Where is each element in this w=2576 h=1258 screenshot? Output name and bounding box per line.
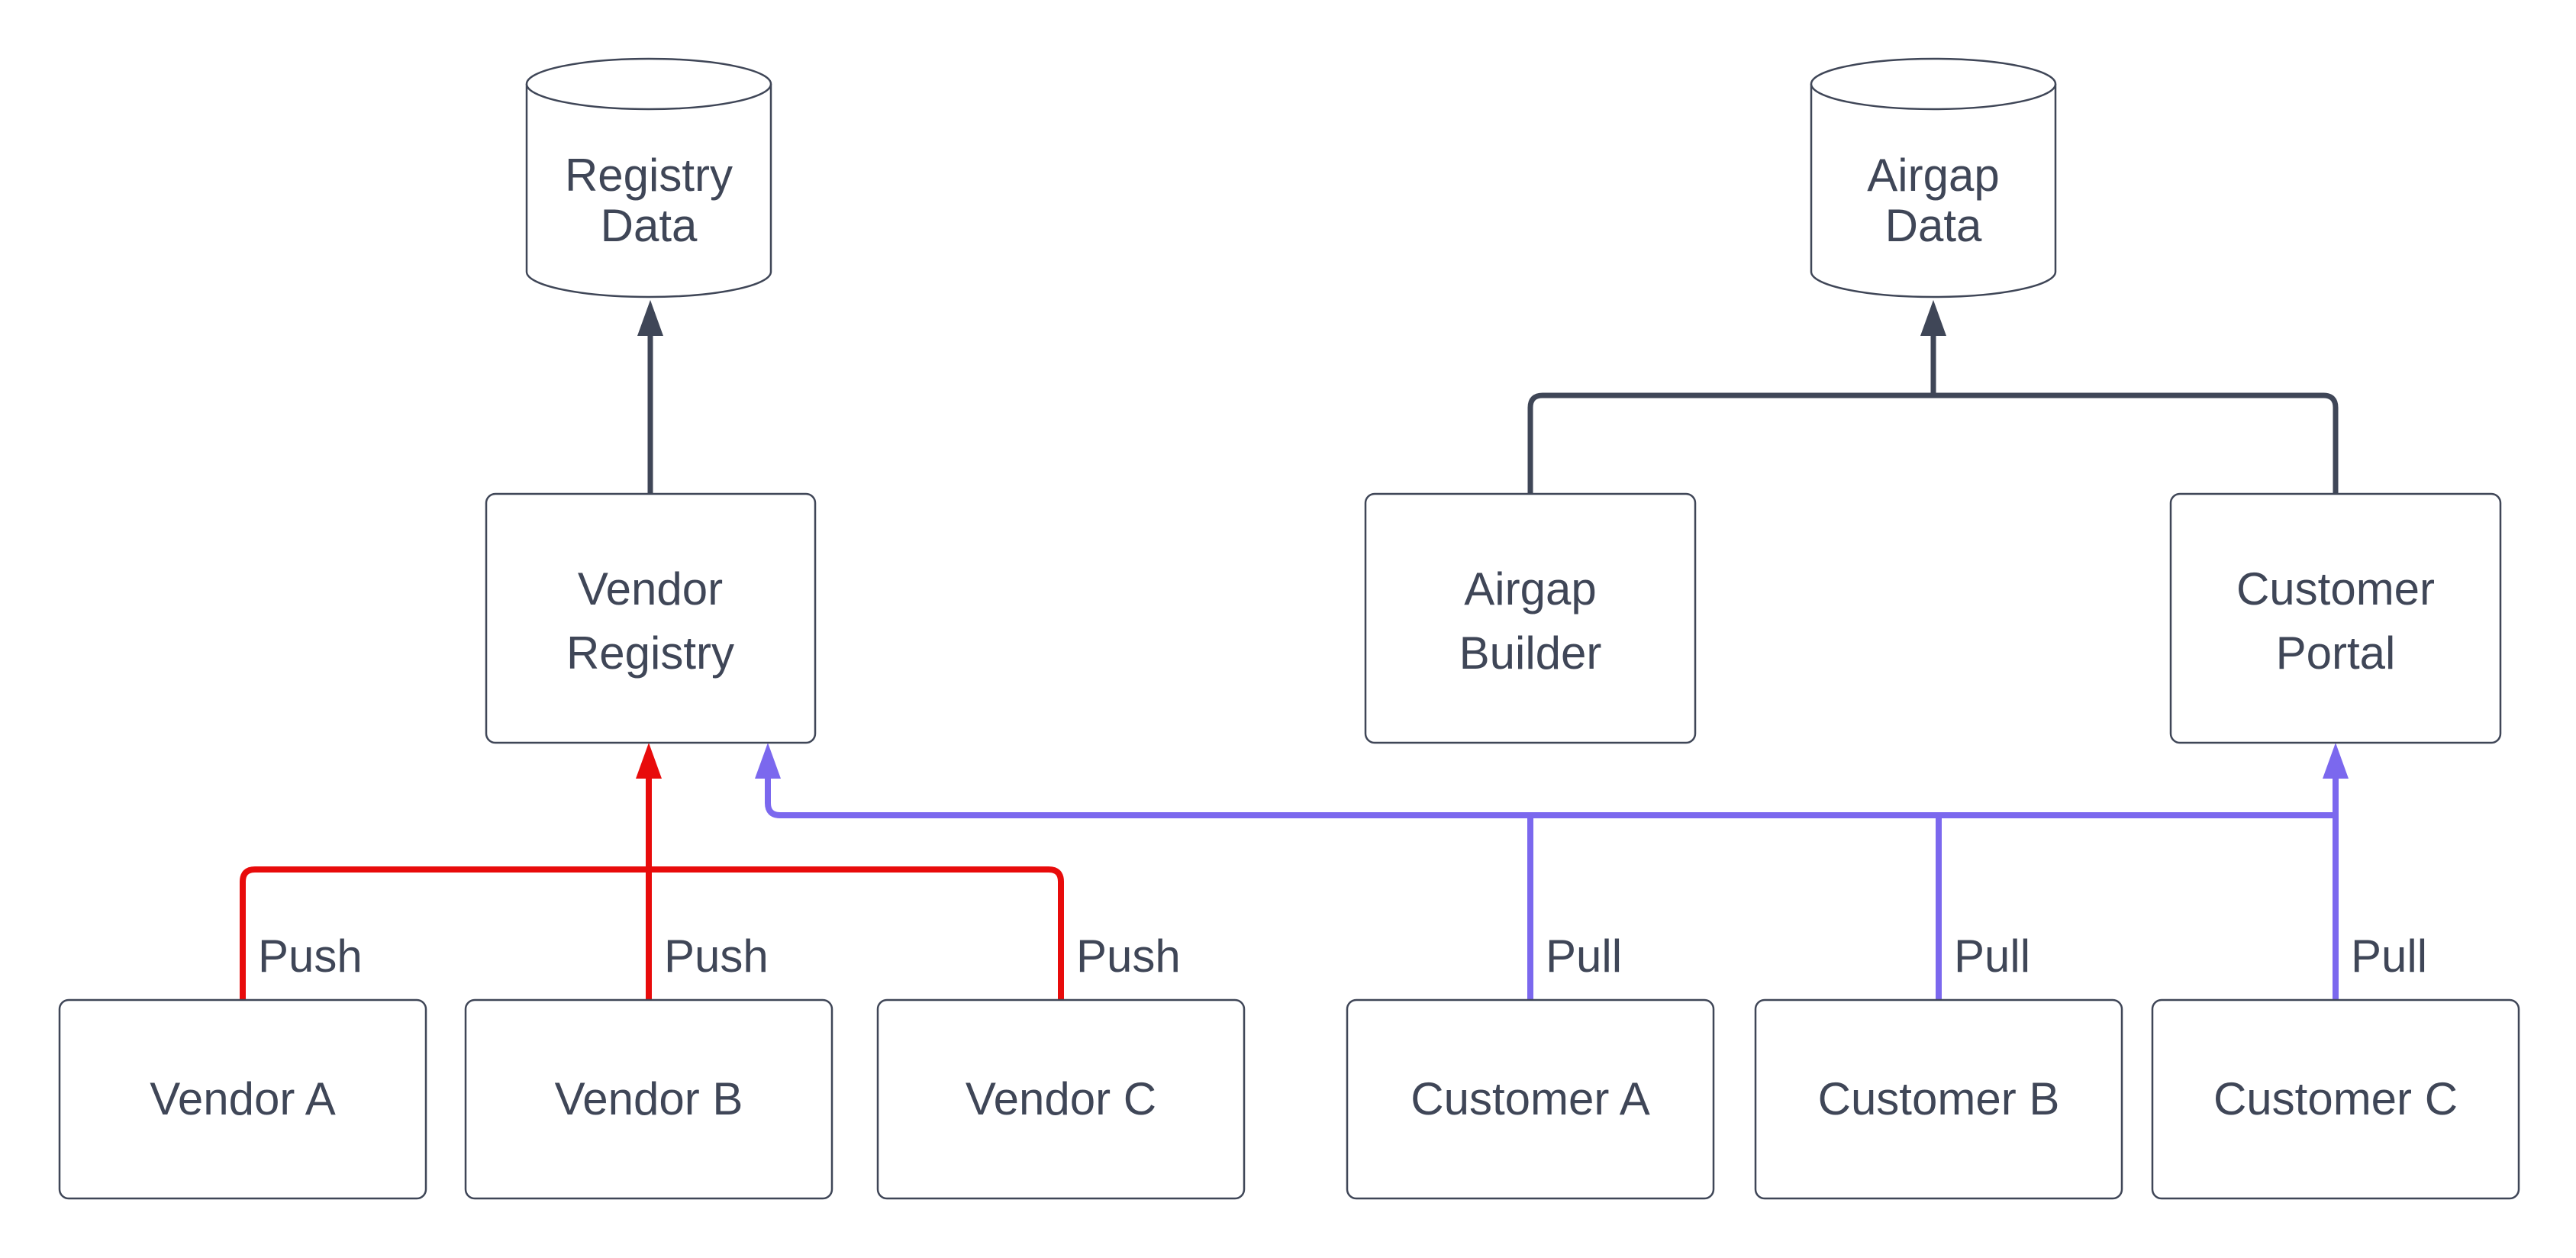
- push-edges: [240, 743, 1064, 1000]
- vendor-b-box: [464, 998, 833, 1200]
- customer-portal-box: [2169, 492, 2502, 744]
- customer-c-box: [2151, 998, 2520, 1200]
- registry-data-label-line1: Registry: [565, 150, 733, 201]
- vendor-c-label: Vendor C: [966, 1073, 1156, 1124]
- push-label-1: Push: [258, 931, 363, 982]
- vendor-registry-box: [485, 492, 817, 744]
- vendor-c-box: [876, 998, 1246, 1200]
- vendor-a-box: [58, 998, 427, 1200]
- customer-a-label: Customer A: [1411, 1073, 1649, 1124]
- vendor-b-label: Vendor B: [555, 1073, 743, 1124]
- registry-data-label-line2: Data: [601, 200, 698, 251]
- registry-data-top: [525, 57, 772, 111]
- arrowhead-customer-portal-pull-icon: [2323, 743, 2349, 779]
- customer-a-node: Customer A: [1346, 998, 1715, 1200]
- airgap-data-label-line1: Airgap: [1867, 150, 1999, 201]
- arrowhead-vendor-registry-pull-icon: [755, 743, 781, 779]
- vendor-a-label: Vendor A: [150, 1073, 336, 1124]
- airgap-builder-label-line1: Airgap: [1464, 563, 1596, 614]
- push-label-3: Push: [1076, 931, 1181, 982]
- customer-b-label: Customer B: [1818, 1073, 2060, 1124]
- customer-portal-label-line2: Portal: [2276, 627, 2396, 679]
- arrowhead-registry-data-icon: [637, 300, 663, 336]
- customer-b-box: [1754, 998, 2123, 1200]
- vendor-registry-label-line2: Registry: [566, 627, 734, 679]
- vendor-registry-label-line1: Vendor: [578, 563, 723, 614]
- airgap-data-top: [1810, 57, 2057, 111]
- airgap-data-cylinder: Airgap Data: [1810, 57, 2057, 298]
- registry-data-cylinder: Registry Data: [525, 57, 772, 298]
- edge-customer-portal-to-airgap-data: [1933, 392, 2339, 494]
- customer-portal-label-line1: Customer: [2236, 563, 2435, 614]
- airgap-builder-label-line2: Builder: [1459, 627, 1602, 679]
- pull-label-1: Pull: [1546, 931, 1622, 982]
- customer-c-node: Customer C: [2151, 998, 2520, 1200]
- edge-vendor-c-push: [649, 866, 1064, 1000]
- vendor-b-node: Vendor B: [464, 998, 833, 1200]
- customer-c-label: Customer C: [2213, 1073, 2458, 1124]
- airgap-data-label-line2: Data: [1885, 200, 1982, 251]
- arrowhead-airgap-data-icon: [1920, 300, 1946, 336]
- pull-label-3: Pull: [2351, 931, 2427, 982]
- dark-edges: [637, 300, 2339, 494]
- customer-b-node: Customer B: [1754, 998, 2123, 1200]
- customer-a-box: [1346, 998, 1715, 1200]
- airgap-builder-box: [1364, 492, 1697, 744]
- registry-data-body: [525, 84, 772, 298]
- pull-label-2: Pull: [1954, 931, 2030, 982]
- edge-labels: Push Push Push Pull Pull Pull: [258, 931, 2427, 982]
- edge-airgap-builder-to-airgap-data: [1527, 392, 1933, 494]
- airgap-builder-node: Airgap Builder: [1364, 492, 1697, 744]
- push-label-2: Push: [664, 931, 769, 982]
- arrowhead-vendor-registry-push-icon: [636, 743, 662, 779]
- vendor-registry-node: Vendor Registry: [485, 492, 817, 744]
- customer-portal-node: Customer Portal: [2169, 492, 2502, 744]
- airgap-data-body: [1810, 84, 2057, 298]
- vendor-c-node: Vendor C: [876, 998, 1246, 1200]
- vendor-a-node: Vendor A: [58, 998, 427, 1200]
- pull-edges: [755, 743, 2349, 1000]
- edge-vendor-a-push: [240, 866, 649, 1000]
- edge-pull-rail: [765, 776, 2336, 818]
